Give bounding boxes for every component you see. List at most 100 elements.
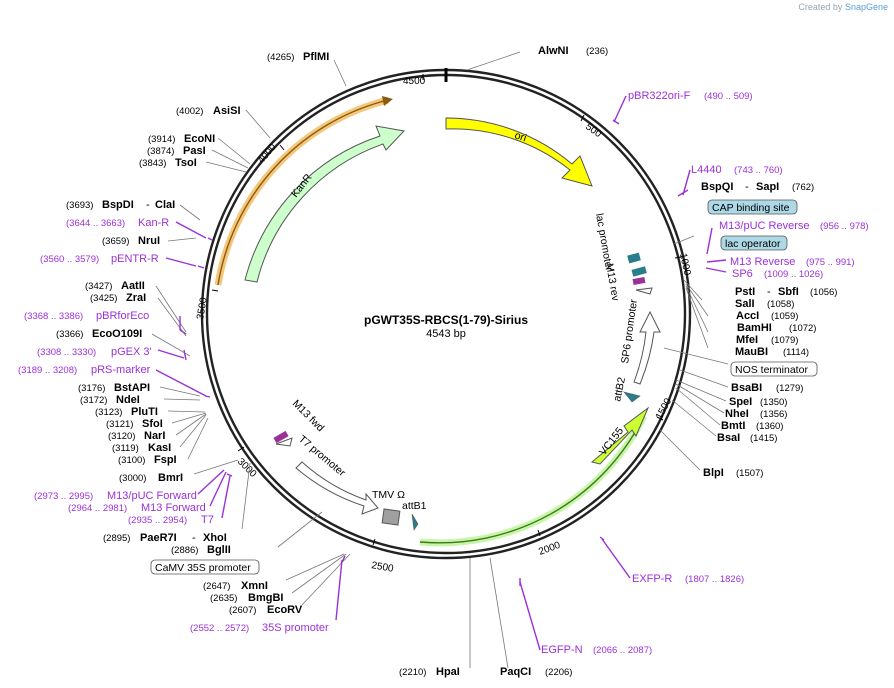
enzyme-bmgbi: BmgBI [248,592,283,604]
m13-fwd-label: M13 fwd [290,398,327,435]
primer-t7: T7 [201,514,214,526]
plasmid-name: pGWT35S-RBCS(1-79)-Sirius [364,313,528,327]
enzyme-paer7i-pos: (2895) [103,533,130,544]
enzyme-pasi: PasI [183,145,206,157]
enzyme-pflmi-pos: (4265) [267,52,294,63]
enzyme-psti: PstI [735,286,755,298]
lac-promoter-box[interactable] [627,252,641,264]
m13-fwd-arrowhead [275,437,293,447]
enzyme-acci: AccI [736,310,759,322]
attb2-label: attB2 [611,376,628,403]
enzyme-pasi-pos: (3874) [147,146,174,157]
attb1-box[interactable] [411,513,419,531]
enzyme-nrui-pos: (3659) [102,236,129,247]
kanr-arrow[interactable] [244,125,406,283]
primer-35s-promoter-range: (2552 .. 2572) [190,623,249,634]
vc155-line [419,415,645,544]
primer-l4440: L4440 [691,164,722,176]
tick-label-2500: 2500 [370,560,394,575]
primer-pbr322ori-f-range: (490 .. 509) [704,91,753,102]
enzyme-sapi: SapI [756,181,779,193]
m13-fwd-box[interactable] [273,430,289,444]
nos-terminator-label: NOS terminator [735,364,808,376]
tick-label-4500: 4500 [403,76,426,87]
enzyme-spei-pos: (1350) [760,397,787,408]
primer-exfp-r-range: (1807 .. 1826) [685,574,744,585]
enzyme-hpai-pos: (2210) [399,667,426,678]
enzyme-bglii-pos: (2886) [171,545,198,556]
vc155-arrow[interactable] [590,406,650,465]
enzyme-bamhi-pos: (1072) [789,323,816,334]
enzyme-econi-pos: (3914) [148,134,175,145]
m13-rev-box[interactable] [632,277,646,285]
primer-m13-reverse: M13 Reverse [730,256,795,268]
primer-pentr-r-range: (3560 .. 3579) [40,254,99,265]
enzyme-ecoo109i-pos: (3366) [56,329,83,340]
tick-label-3000: 3000 [235,456,259,480]
boxed-labels: CAP binding site lac operator NOS termin… [150,199,818,575]
primer-pentr-r: pENTR-R [111,253,159,265]
enzyme-blpi: BlpI [703,467,724,479]
primer-m13-puc-reverse: M13/pUC Reverse [719,220,809,232]
enzyme-blpi-pos: (1507) [736,468,763,479]
enzyme-bspqi: BspQI [701,181,733,193]
enzyme-kasi: KasI [148,442,171,454]
enzyme-ndei: NdeI [116,394,140,406]
primer-kan-r-range: (3644 .. 3663) [66,218,125,229]
ori-label: ori [513,129,528,144]
enzyme-paqci-pos: (2206) [545,667,572,678]
enzyme-clai: ClaI [155,199,175,211]
primer-markers [155,95,727,651]
camv-35s-promoter-box [150,559,260,575]
enzyme-hpai: HpaI [436,666,460,678]
primer-sp6: SP6 [732,268,753,280]
enzyme-mfei: MfeI [736,334,758,346]
primer-pbr322ori-f: pBR322ori-F [628,90,691,102]
attb2-box[interactable] [623,391,641,403]
enzyme-nari-pos: (3120) [108,431,135,442]
primer-sp6-range: (1009 .. 1026) [764,269,823,280]
leader-lines [151,51,729,669]
svg-text:-: - [745,181,749,193]
primer-kan-r: Kan-R [138,217,169,229]
enzyme-maubi-pos: (1114) [783,347,809,358]
enzyme-acci-pos: (1059) [771,311,798,322]
primer-pgex3-range: (3308 .. 3330) [37,347,96,358]
enzyme-kasi-pos: (3119) [112,443,139,454]
enzyme-tsoi-pos: (3843) [139,158,166,169]
primer-prs-marker-range: (3189 .. 3208) [18,365,77,376]
enzyme-fspi: FspI [154,454,177,466]
enzyme-bmri-pos: (3000) [119,473,146,484]
ori-arrow[interactable] [445,117,593,187]
enzyme-paqci: PaqCI [500,666,531,678]
enzyme-ecorv: EcoRV [267,604,303,616]
t7-promoter-arrow[interactable] [295,461,379,515]
enzyme-sali-pos: (1058) [767,299,794,310]
primer-pgex3: pGEX 3' [111,346,152,358]
kan-primer-line [217,99,389,286]
primer-t7-range: (2935 .. 2954) [128,515,187,526]
enzyme-aatii-pos: (3427) [85,281,112,292]
sp6-promoter-label: SP6 promoter [619,298,640,364]
enzyme-bsabi: BsaBI [731,382,762,394]
enzyme-maubi: MauBI [735,346,768,358]
m13-rev-label: M13 rev [603,262,622,302]
enzyme-sfoi: SfoI [142,418,163,430]
tmv-omega-box[interactable] [381,508,401,526]
enzyme-alwni: AlwNI [538,45,569,57]
tick-label-1000: 1000 [677,252,692,276]
primer-m13-reverse-range: (975 .. 991) [806,257,855,268]
snapgene-credit: Created by SnapGene [798,2,888,12]
enzyme-bglii: BglII [207,544,231,556]
enzyme-sfoi-pos: (3121) [106,419,133,430]
sp6-promoter-arrow[interactable] [633,310,661,385]
nos-terminator-box [730,361,818,377]
enzyme-sbfi: SbfI [778,286,799,298]
lac-promoter-box2[interactable] [631,266,647,277]
enzyme-zrai-pos: (3425) [90,293,117,304]
svg-text:-: - [192,532,196,544]
primer-m13-puc-reverse-range: (956 .. 978) [820,221,869,232]
enzyme-xhoi: XhoI [203,532,227,544]
enzyme-bsai: BsaI [717,432,740,444]
enzyme-spei: SpeI [729,396,752,408]
